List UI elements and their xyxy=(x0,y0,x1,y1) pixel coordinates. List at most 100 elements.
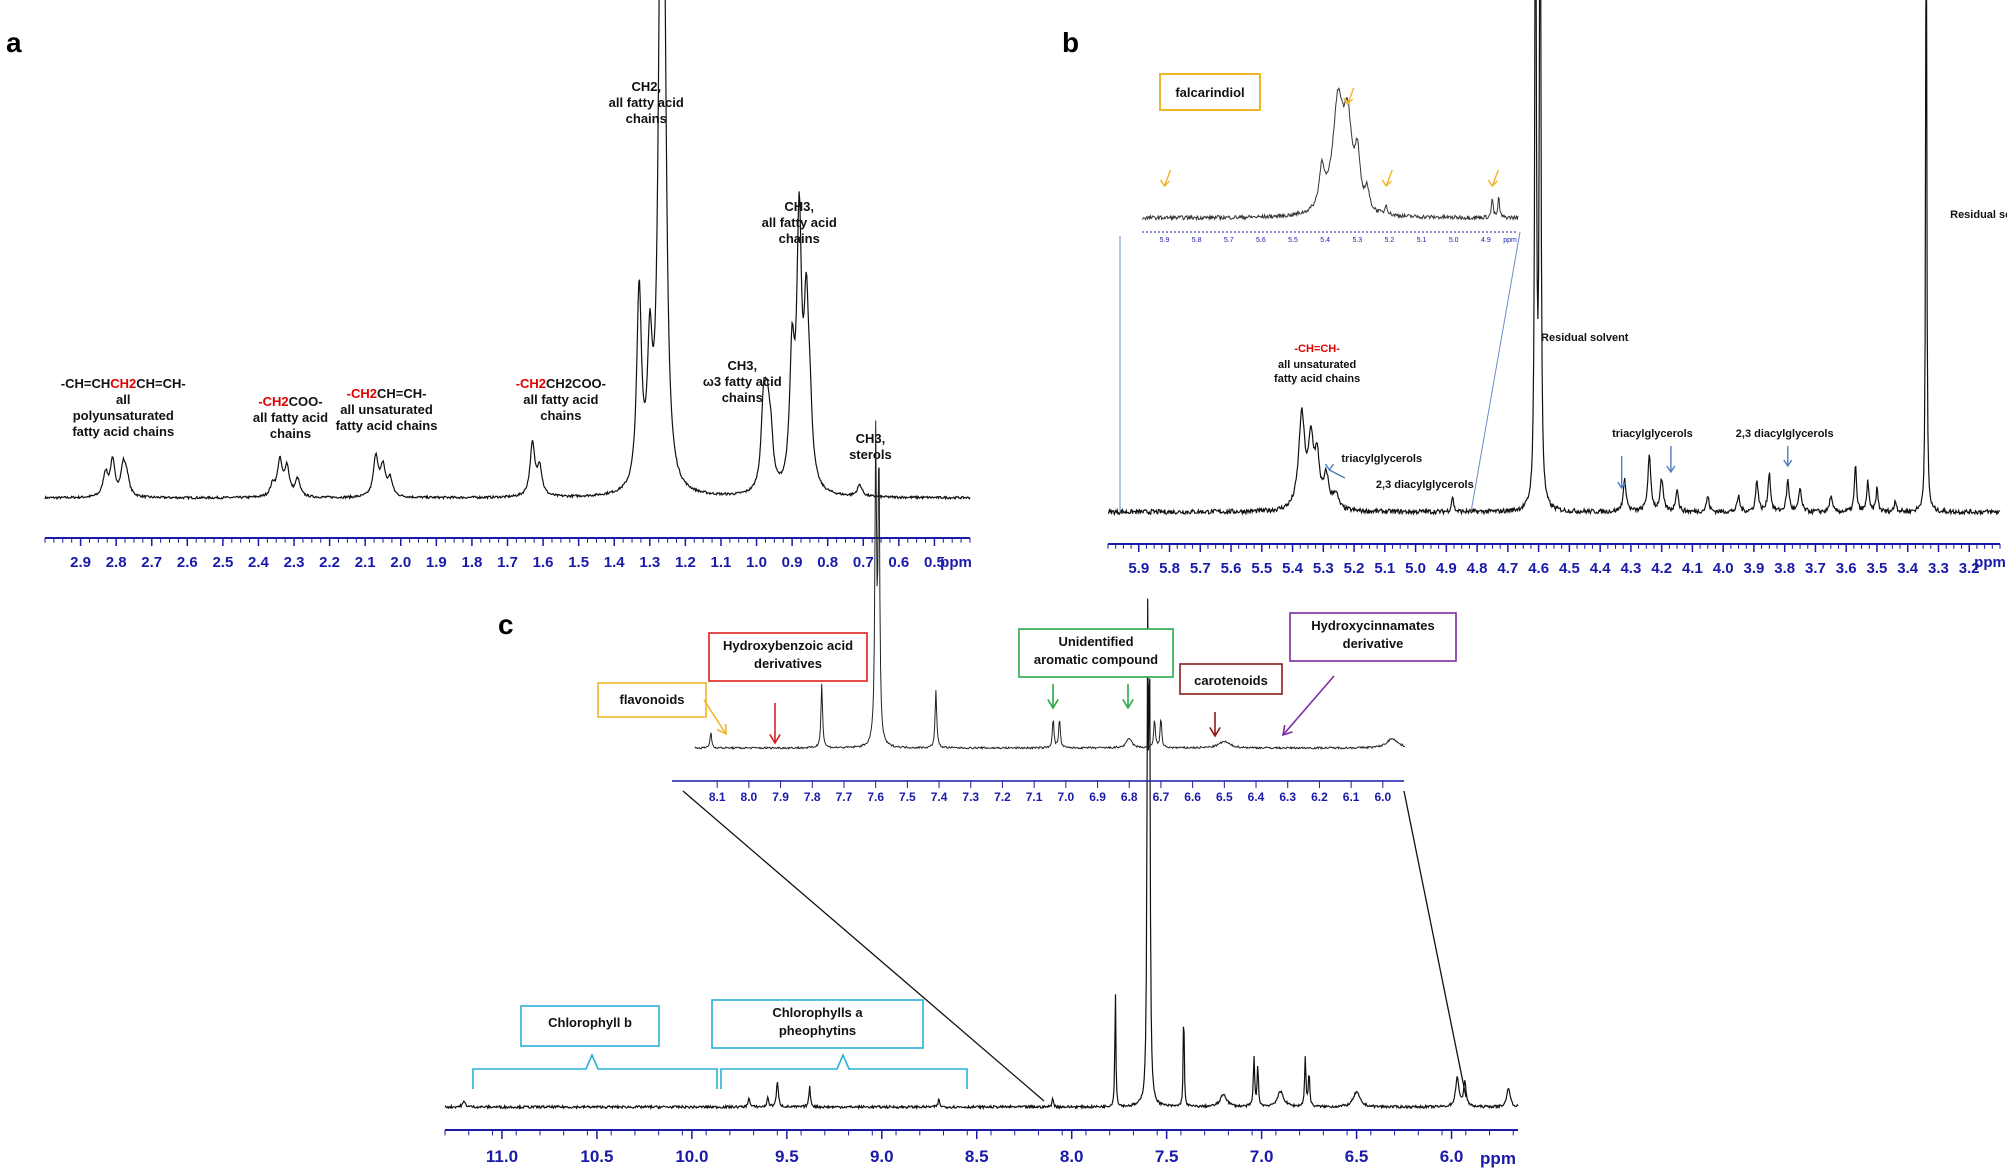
falcarindiol-box xyxy=(1159,73,1261,111)
flavonoids-box xyxy=(597,682,707,718)
zoom-line-right xyxy=(1470,231,1521,513)
axis-a-tick-label: 0.5 xyxy=(924,554,945,571)
axis-c-tick-label: 6.5 xyxy=(1345,1147,1369,1166)
axis-c-tick-label: 7.0 xyxy=(1250,1147,1274,1166)
axis-a-tick-label: 2.8 xyxy=(106,554,127,571)
axis-a-tick-label: 0.9 xyxy=(782,554,803,571)
hydroxybenzoic-label: Hydroxybenzoic acid xyxy=(723,638,853,653)
hydroxycinnamates-arrow-shaft xyxy=(1282,675,1335,736)
axis-c-tick-label: 7.5 xyxy=(1155,1147,1179,1166)
axis-a-tick-label: 2.1 xyxy=(355,554,376,571)
inset-c-tick-label: 6.9 xyxy=(1089,790,1106,804)
triacylglycerols-label-1: triacylglycerols xyxy=(1341,453,1422,465)
inset-c-tick-label: 7.2 xyxy=(994,790,1011,804)
inset-b-trace xyxy=(1141,87,1519,222)
annotation-a-line: chains xyxy=(722,390,763,405)
axis-b-tick-label: 4.1 xyxy=(1682,560,1703,577)
carotenoids-box xyxy=(1179,663,1283,695)
inset-b-tick-label: 5.3 xyxy=(1352,237,1362,244)
double-bond-sub-label: fatty acid chains xyxy=(1274,373,1360,385)
inset-c-tick-label: 6.7 xyxy=(1153,790,1170,804)
axis-a-tick-label: 1.7 xyxy=(497,554,518,571)
flavonoids-arrow-shaft xyxy=(703,699,727,735)
inset-arrow xyxy=(1381,169,1393,188)
axis-a-unit-label: ppm xyxy=(940,554,972,571)
spectrum-c-trace xyxy=(444,598,1519,1111)
axis-c-tick-label: 10.0 xyxy=(675,1147,708,1166)
axis-a-tick-label: 1.0 xyxy=(746,554,767,571)
axis-a-tick-label: 1.5 xyxy=(568,554,589,571)
annotation-a-line: sterols xyxy=(849,447,892,462)
axis-b-tick-label: 4.0 xyxy=(1713,560,1734,577)
axis-c-tick-label: 11.0 xyxy=(486,1147,518,1166)
chlorophylls-a-box xyxy=(711,999,924,1049)
inset-c-tick-label: 7.0 xyxy=(1058,790,1075,804)
axis-b-tick-label: 3.6 xyxy=(1836,560,1857,577)
annotation-a-title: -CH2CH=CH- xyxy=(347,386,427,401)
blue-arrow-head xyxy=(1617,481,1627,490)
annotation-a-line: all fatty acid xyxy=(523,392,598,407)
axis-c-tick-label: 9.5 xyxy=(775,1147,799,1166)
annotation-a-line: ω3 fatty acid xyxy=(703,374,782,389)
unidentified-label: Unidentified xyxy=(1058,634,1133,649)
axis-b-tick-label: 4.4 xyxy=(1590,560,1612,577)
axis-b-unit-label: ppm xyxy=(1974,554,2006,571)
annotation-a-title: CH2, xyxy=(631,79,661,94)
flavonoids-label: flavonoids xyxy=(619,692,684,707)
residual-solvent-label-1: Residual solvent xyxy=(1541,332,1629,344)
unidentified-label: aromatic compound xyxy=(1034,652,1158,667)
annotation-a-line: all fatty acid xyxy=(253,410,328,425)
unidentified-box xyxy=(1018,628,1174,678)
axis-a-tick-label: 2.6 xyxy=(177,554,198,571)
inset-c-tick-label: 7.4 xyxy=(931,790,948,804)
annotation-a-line: polyunsaturated xyxy=(73,408,174,423)
axis-a-tick-label: 2.9 xyxy=(70,554,91,571)
axis-b-tick-label: 4.6 xyxy=(1528,560,1549,577)
inset-b-tick-label: 5.2 xyxy=(1385,237,1395,244)
axis-a-tick-label: 0.8 xyxy=(817,554,838,571)
annotation-a-title: CH3, xyxy=(784,199,814,214)
axis-c-unit-label: ppm xyxy=(1480,1149,1516,1168)
axis-a-tick-label: 1.6 xyxy=(533,554,554,571)
inset-arrow xyxy=(1159,169,1172,188)
panel-label-b: b xyxy=(1062,27,1079,58)
axis-a-tick-label: 1.1 xyxy=(711,554,732,571)
chlorophylls-a-label: pheophytins xyxy=(779,1023,856,1038)
inset-b-tick-label: 5.7 xyxy=(1224,237,1234,244)
inset-c-tick-label: 7.9 xyxy=(772,790,789,804)
double-bond-label: -CH=CH- xyxy=(1294,343,1340,355)
axis-a-tick-label: 0.7 xyxy=(853,554,874,571)
inset-b-tick-label: 5.9 xyxy=(1160,237,1170,244)
inset-c-tick-label: 6.4 xyxy=(1248,790,1265,804)
inset-c-tick-label: 7.1 xyxy=(1026,790,1043,804)
inset-c-tick-label: 7.7 xyxy=(836,790,853,804)
axis-b-tick-label: 5.4 xyxy=(1282,560,1304,577)
axis-a-tick-label: 2.2 xyxy=(319,554,340,571)
annotation-a-line: all xyxy=(116,392,130,407)
inset-c-tick-label: 6.3 xyxy=(1279,790,1296,804)
panel-label-c: c xyxy=(498,609,514,640)
inset-b-tick-label: 5.1 xyxy=(1417,237,1427,244)
axis-c-tick-label: 10.5 xyxy=(580,1147,613,1166)
double-bond-sub-label: all unsaturated xyxy=(1278,359,1356,371)
diacylglycerols-label-2: 2,3 diacylglycerols xyxy=(1736,428,1834,440)
hydroxycinnamates-arrow-head xyxy=(1281,725,1293,737)
carotenoids-arrow-head xyxy=(1209,727,1221,738)
axis-b-tick-label: 3.4 xyxy=(1897,560,1919,577)
inset-c-tick-label: 8.0 xyxy=(741,790,758,804)
chlorophylls-a-label: Chlorophylls a xyxy=(772,1005,863,1020)
annotation-a-title: CH3, xyxy=(727,358,757,373)
axis-b-tick-label: 3.7 xyxy=(1805,560,1826,577)
chlorophylls-a-brace xyxy=(720,1052,968,1089)
annotation-a-line: all unsaturated xyxy=(340,402,433,417)
axis-c-tick-label: 8.5 xyxy=(965,1147,989,1166)
axis-b-tick-label: 5.8 xyxy=(1159,560,1180,577)
axis-b-tick-label: 5.0 xyxy=(1405,560,1426,577)
spectrum-a-trace xyxy=(44,0,971,501)
axis-c-tick-label: 6.0 xyxy=(1440,1147,1464,1166)
axis-a-tick-label: 1.4 xyxy=(604,554,626,571)
axis-b-tick-label: 5.9 xyxy=(1128,560,1149,577)
